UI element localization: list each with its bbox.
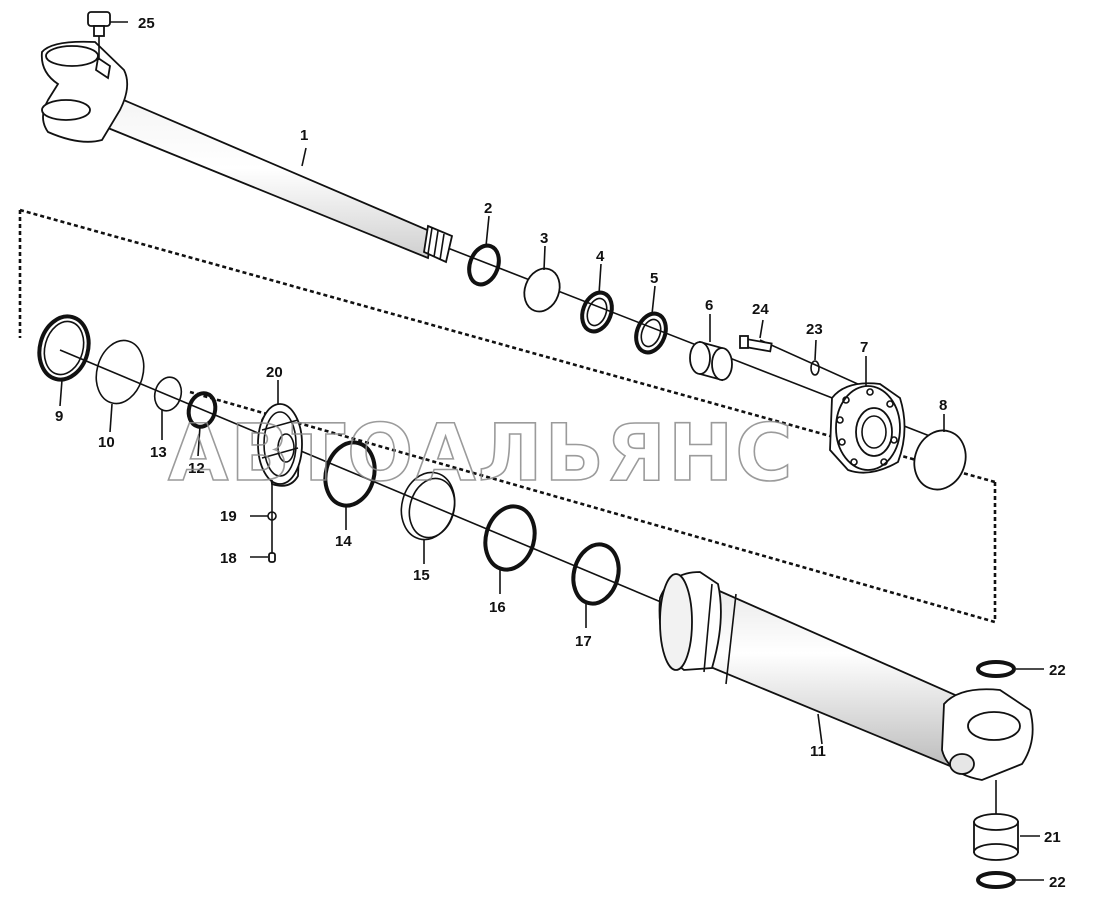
label-part-24: 24 bbox=[752, 301, 769, 318]
seal-ring-5 bbox=[634, 311, 668, 355]
label-part-22-bottom: 22 bbox=[1049, 874, 1066, 891]
seal-ring-14 bbox=[323, 440, 377, 508]
label-part-21: 21 bbox=[1044, 829, 1061, 846]
watermark-text: АВТОАЛЬЯНС bbox=[168, 409, 795, 499]
label-part-22-top: 22 bbox=[1049, 662, 1066, 679]
label-part-1: 1 bbox=[300, 127, 308, 144]
leader-lines bbox=[59, 21, 1044, 881]
label-part-7: 7 bbox=[860, 339, 868, 356]
bearing-seal-top bbox=[976, 660, 1016, 678]
bolt bbox=[739, 335, 773, 353]
label-part-15: 15 bbox=[413, 567, 430, 584]
label-part-14: 14 bbox=[335, 533, 352, 550]
label-part-16: 16 bbox=[489, 599, 506, 616]
washer bbox=[810, 360, 820, 376]
label-part-18: 18 bbox=[220, 550, 237, 567]
guide-bushing bbox=[689, 340, 733, 382]
snap-ring bbox=[467, 243, 501, 287]
label-part-11: 11 bbox=[810, 743, 826, 760]
label-part-25: 25 bbox=[138, 15, 155, 32]
piston-rod bbox=[40, 40, 454, 264]
seal-ring-17 bbox=[571, 542, 621, 606]
disc-washer bbox=[523, 267, 561, 313]
bushing bbox=[973, 813, 1019, 861]
seal-ring-4 bbox=[580, 290, 614, 334]
label-part-4: 4 bbox=[596, 248, 605, 265]
piston bbox=[257, 403, 303, 487]
seal-ring-13 bbox=[153, 376, 183, 412]
label-part-10: 10 bbox=[98, 434, 115, 451]
cylinder-barrel bbox=[658, 571, 1034, 781]
label-part-6: 6 bbox=[705, 297, 713, 314]
label-part-9: 9 bbox=[55, 408, 63, 425]
wear-ring-15 bbox=[400, 471, 456, 541]
label-part-8: 8 bbox=[939, 397, 947, 414]
label-part-19: 19 bbox=[220, 508, 237, 525]
seal-ring-16 bbox=[483, 504, 537, 572]
label-part-12: 12 bbox=[188, 460, 205, 477]
bearing-seal-bottom bbox=[976, 871, 1016, 889]
label-part-5: 5 bbox=[650, 270, 658, 287]
axis-line-screw bbox=[759, 339, 861, 386]
label-part-17: 17 bbox=[575, 633, 592, 650]
seal-ring-12 bbox=[186, 391, 218, 429]
label-part-20: 20 bbox=[266, 364, 283, 381]
label-part-3: 3 bbox=[540, 230, 548, 247]
cylinder-head bbox=[829, 382, 906, 474]
seal-ring-10 bbox=[95, 339, 145, 405]
label-part-23: 23 bbox=[806, 321, 823, 338]
end-plate bbox=[913, 429, 967, 491]
label-part-13: 13 bbox=[150, 444, 167, 461]
label-part-2: 2 bbox=[484, 200, 492, 217]
seal-ring-9 bbox=[37, 314, 91, 382]
grease-nipple bbox=[87, 11, 111, 60]
pin bbox=[268, 552, 276, 563]
